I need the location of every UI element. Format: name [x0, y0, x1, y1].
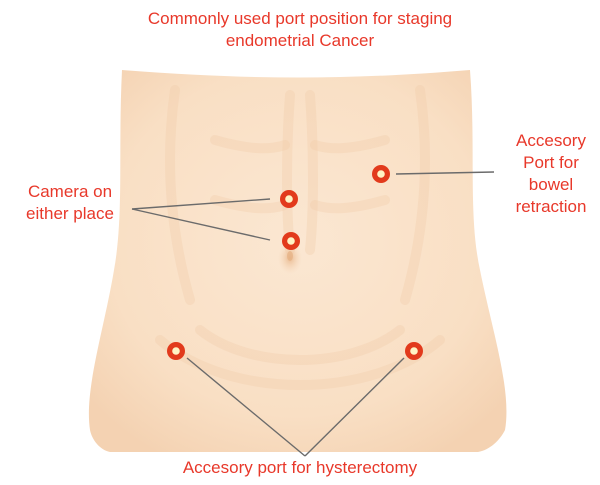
- camera-label: Camera on either place: [0, 181, 140, 225]
- diagram-title-line-2: endometrial Cancer: [0, 30, 600, 52]
- diagram-title: Commonly used port position for staging …: [0, 8, 600, 52]
- accessory-port-bowel: [372, 165, 390, 183]
- accessory-hysterectomy-label: Accesory port for hysterectomy: [0, 457, 600, 479]
- accessory-bowel-label-line-3: bowel: [495, 174, 600, 196]
- accessory-port-right-lower: [405, 342, 423, 360]
- camera-label-line-2: either place: [0, 203, 140, 225]
- camera-port-lower: [282, 232, 300, 250]
- accessory-bowel-label: Accesory Port for bowel retraction: [495, 130, 600, 218]
- diagram-title-line-1: Commonly used port position for staging: [0, 8, 600, 30]
- accessory-bowel-label-line-4: retraction: [495, 196, 600, 218]
- accessory-bowel-label-line-1: Accesory: [495, 130, 600, 152]
- navel-center: [287, 251, 293, 261]
- accessory-port-left-lower: [167, 342, 185, 360]
- camera-port-upper: [280, 190, 298, 208]
- camera-label-line-1: Camera on: [0, 181, 140, 203]
- accessory-bowel-label-line-2: Port for: [495, 152, 600, 174]
